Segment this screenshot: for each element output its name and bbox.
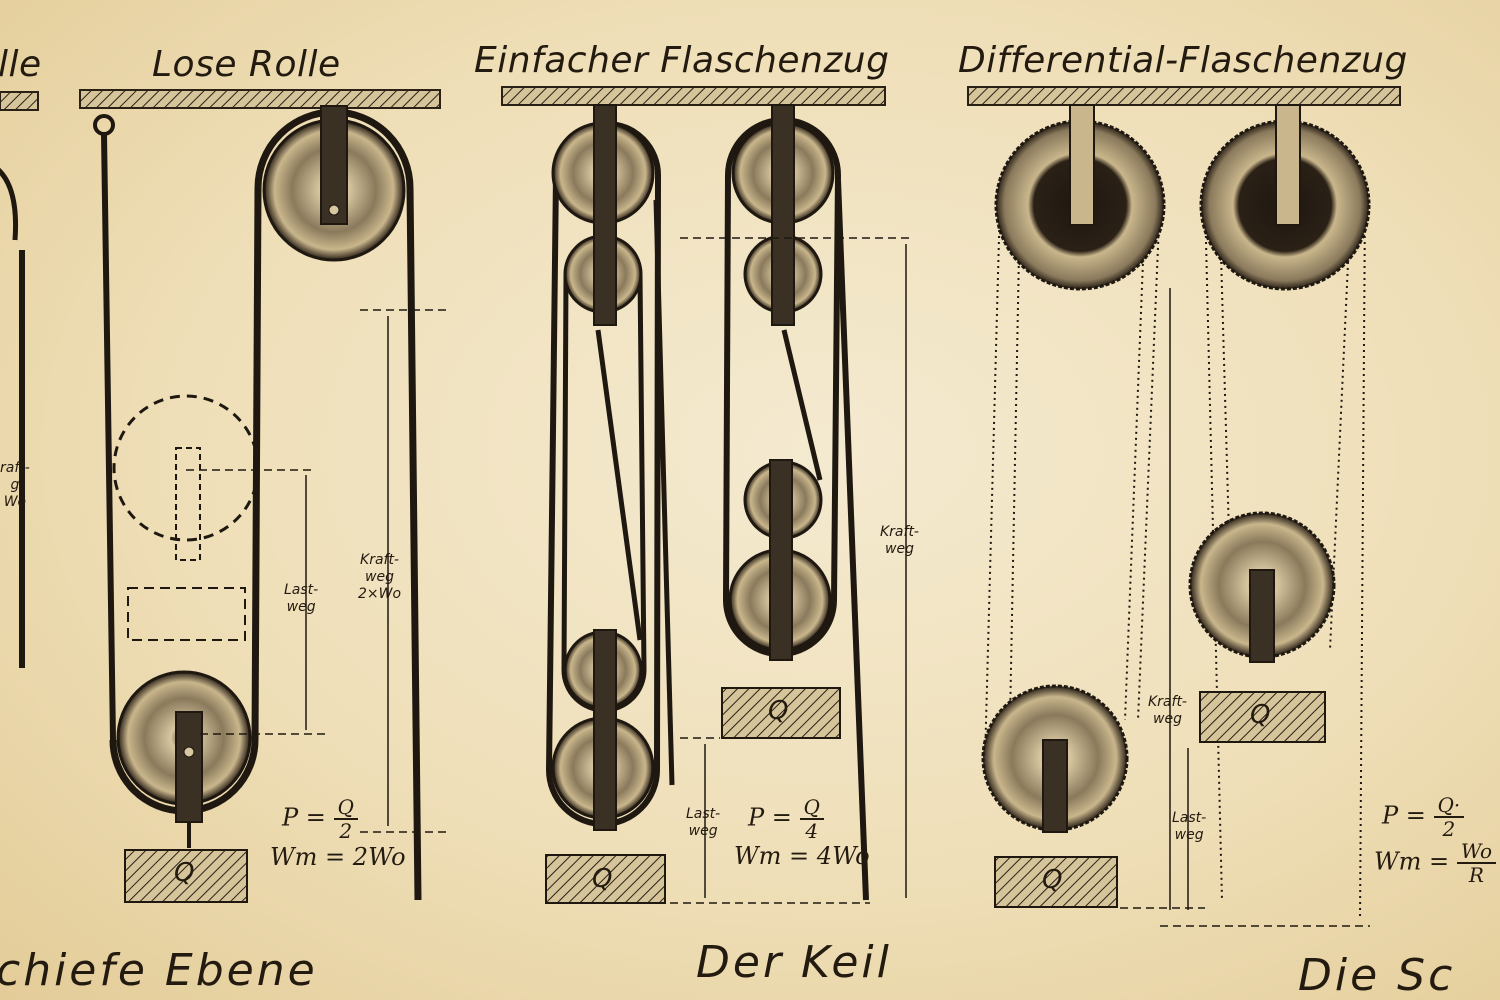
- einfach-kraftweg-label: Kraft-weg: [880, 524, 919, 557]
- heading-der-keil: Der Keil: [696, 937, 892, 988]
- lose-lastweg-label: Last-weg: [284, 582, 319, 615]
- ceiling-left: [0, 91, 39, 111]
- diff-load-q-right: Q: [1250, 700, 1271, 730]
- diff-load-q-left: Q: [1042, 865, 1063, 895]
- heading-die-schraube: Die Sc: [1298, 950, 1456, 1000]
- einfach-load-q-left: Q: [592, 864, 613, 894]
- lose-rolle-pulley: [93, 105, 448, 903]
- differential-flaschenzug: [981, 104, 1371, 927]
- title-left-partial: lle: [0, 44, 42, 85]
- einfacher-flaschenzug: [545, 104, 912, 904]
- diff-formula-p: P = Q·2: [1382, 794, 1465, 840]
- diff-kraftweg-label: Kraft-weg: [1148, 694, 1187, 727]
- ceiling-lose: [79, 89, 441, 109]
- einfach-lastweg-label: Last-weg: [686, 806, 721, 839]
- title-einfacher-flaschenzug: Einfacher Flaschenzug: [474, 40, 890, 81]
- left-partial-pulley: [0, 167, 25, 668]
- einfach-formula-wm: Wm = 4Wo: [734, 842, 870, 870]
- einfach-load-q-right: Q: [768, 696, 789, 726]
- diff-lastweg-label: Last-weg: [1172, 810, 1207, 843]
- title-lose-rolle: Lose Rolle: [152, 44, 341, 85]
- ceiling-einfach: [501, 86, 886, 106]
- title-differential-flaschenzug: Differential-Flaschenzug: [958, 40, 1408, 81]
- heading-schiefe-ebene: chiefe Ebene: [0, 945, 318, 996]
- lose-load-q: Q: [174, 858, 195, 888]
- ceiling-diff: [967, 86, 1401, 106]
- lose-formula-wm: Wm = 2Wo: [270, 843, 406, 871]
